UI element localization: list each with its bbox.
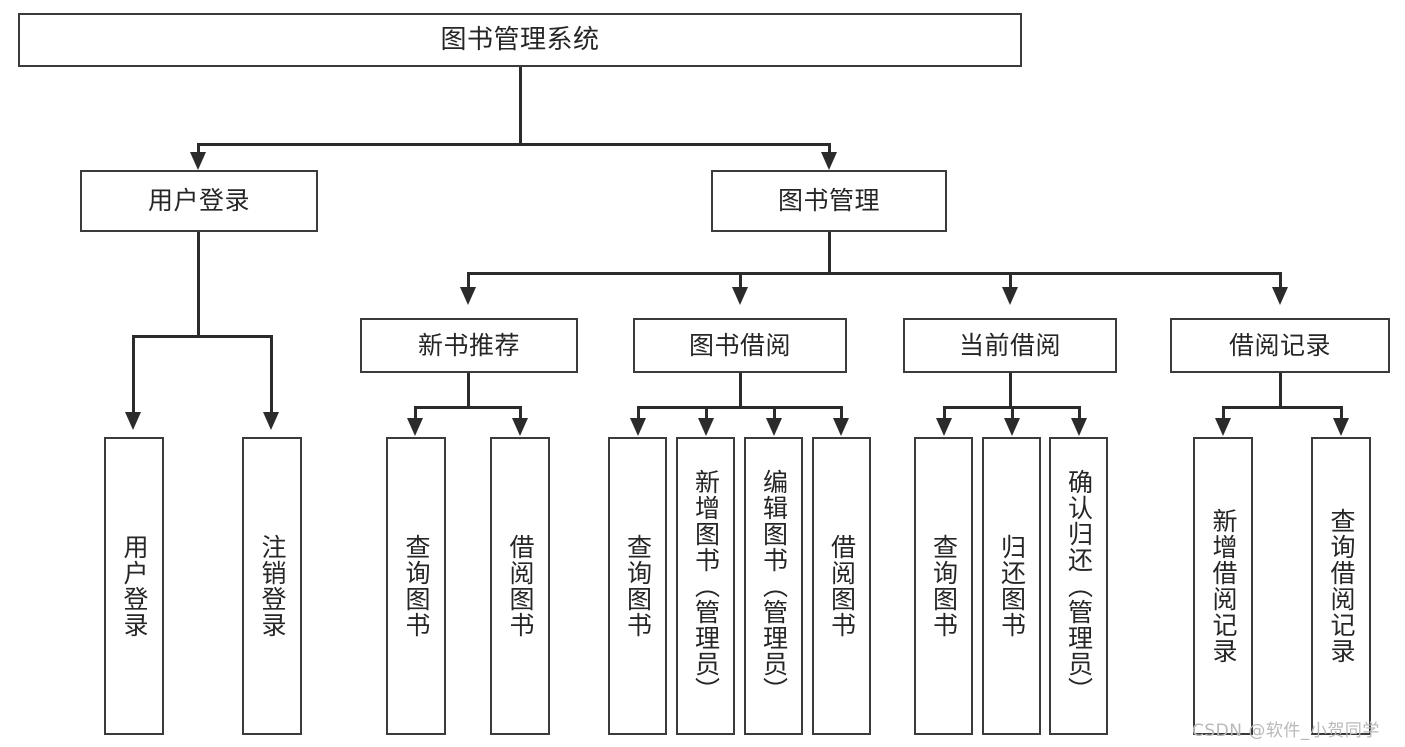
arrowhead-bb-borrow-book [833,418,849,436]
edge-to-current-borrow [1009,272,1012,290]
edge-new-book-stem [467,373,470,408]
arrowhead-cb-query-book [936,418,952,436]
edge-br-drop-1 [1222,406,1225,422]
leaf-user-login-label: 用户登录 [120,534,149,638]
leaf-logout-label: 注销登录 [258,534,287,638]
leaf-nb-query-book-label: 查询图书 [402,534,431,638]
leaf-bb-edit-book-label: 编辑图书（管理员） [759,469,789,703]
watermark-text: CSDN @软件_小贺同学 [1192,721,1380,741]
node-book-borrow-label: 图书借阅 [688,330,791,360]
leaf-br-add-record-label: 新增借阅记录 [1209,508,1238,664]
leaf-br-add-record[interactable]: 新增借阅记录 [1193,437,1253,735]
edge-new-book-drop-2 [519,406,522,422]
leaf-bb-borrow-book-label: 借阅图书 [827,534,857,638]
leaf-cb-return-book[interactable]: 归还图书 [982,437,1041,735]
leaf-bb-query-book[interactable]: 查询图书 [608,437,667,735]
leaf-bb-add-book[interactable]: 新增图书（管理员） [676,437,735,735]
leaf-cb-return-book-label: 归还图书 [997,534,1027,638]
leaf-br-query-record[interactable]: 查询借阅记录 [1311,437,1371,735]
leaf-bb-borrow-book[interactable]: 借阅图书 [812,437,871,735]
node-user-login-label: 用户登录 [147,186,250,216]
edge-to-book-borrow [739,272,742,290]
leaf-nb-borrow-book[interactable]: 借阅图书 [490,437,550,735]
leaf-cb-query-book-label: 查询图书 [929,534,959,638]
edge-borrow-record-bus [1222,406,1340,409]
arrowhead-nb-query-book [407,418,423,436]
arrowhead-user-login [190,152,206,170]
edge-bb-drop-2 [705,406,708,422]
node-book-management[interactable]: 图书管理 [711,170,947,232]
edge-cb-drop-2 [1011,406,1014,422]
leaf-br-query-record-label: 查询借阅记录 [1327,508,1356,664]
edge-current-borrow-stem [1009,373,1012,408]
edge-book-borrow-stem [739,373,742,408]
edge-cb-drop-1 [943,406,946,422]
node-borrow-record[interactable]: 借阅记录 [1170,318,1390,373]
node-root-label: 图书管理系统 [440,24,600,55]
edge-user-login-bus [132,335,272,338]
edge-to-new-book [467,272,470,290]
leaf-cb-confirm-return[interactable]: 确认归还（管理员） [1049,437,1108,735]
edge-bb-drop-1 [637,406,640,422]
arrowhead-br-query-record [1333,418,1349,436]
arrowhead-br-add-record [1215,418,1231,436]
arrowhead-leaf-user-login [125,412,141,430]
arrowhead-bb-add-book [698,418,714,436]
edge-cb-drop-3 [1078,406,1081,422]
node-current-borrow[interactable]: 当前借阅 [903,318,1117,373]
edge-root-to-user-login [197,143,200,157]
arrowhead-current-borrow [1002,287,1018,305]
edge-bb-drop-3 [773,406,776,422]
leaf-cb-query-book[interactable]: 查询图书 [914,437,973,735]
node-user-login[interactable]: 用户登录 [80,170,318,232]
leaf-bb-add-book-label: 新增图书（管理员） [691,469,721,703]
leaf-nb-borrow-book-label: 借阅图书 [506,534,535,638]
arrowhead-new-book-recommend [460,287,476,305]
arrowhead-bb-edit-book [766,418,782,436]
arrowhead-leaf-logout [263,412,279,430]
edge-user-login-stem [197,232,200,337]
edge-book-manage-stem [828,232,831,274]
arrowhead-borrow-record [1272,287,1288,305]
edge-br-drop-2 [1340,406,1343,422]
leaf-logout[interactable]: 注销登录 [242,437,302,735]
edge-user-login-drop-1 [132,335,135,415]
node-root-system[interactable]: 图书管理系统 [18,13,1022,67]
node-book-borrow[interactable]: 图书借阅 [633,318,847,373]
edge-bb-drop-4 [840,406,843,422]
arrowhead-bb-query-book [630,418,646,436]
edge-book-borrow-bus [637,406,842,409]
leaf-bb-edit-book[interactable]: 编辑图书（管理员） [744,437,803,735]
arrowhead-book-borrow [732,287,748,305]
arrowhead-book-manage [821,152,837,170]
edge-root-bus [197,143,831,146]
leaf-bb-query-book-label: 查询图书 [623,534,653,638]
leaf-cb-confirm-return-label: 确认归还（管理员） [1064,469,1094,703]
edge-to-borrow-record [1279,272,1282,290]
node-borrow-record-label: 借阅记录 [1228,330,1331,360]
node-new-book-recommend[interactable]: 新书推荐 [360,318,578,373]
node-book-management-label: 图书管理 [777,186,880,216]
edge-new-book-drop-1 [414,406,417,422]
edge-book-manage-bus [467,272,1281,275]
node-current-borrow-label: 当前借阅 [958,330,1061,360]
arrowhead-cb-return-book [1004,418,1020,436]
edge-root-to-book-manage [828,143,831,157]
edge-new-book-bus [414,406,522,409]
arrowhead-cb-confirm-return [1071,418,1087,436]
arrowhead-nb-borrow-book [512,418,528,436]
edge-user-login-drop-2 [270,335,273,415]
edge-borrow-record-stem [1279,373,1282,408]
leaf-nb-query-book[interactable]: 查询图书 [386,437,446,735]
node-new-book-recommend-label: 新书推荐 [417,330,520,360]
edge-root-stem [519,67,522,145]
leaf-user-login[interactable]: 用户登录 [104,437,164,735]
